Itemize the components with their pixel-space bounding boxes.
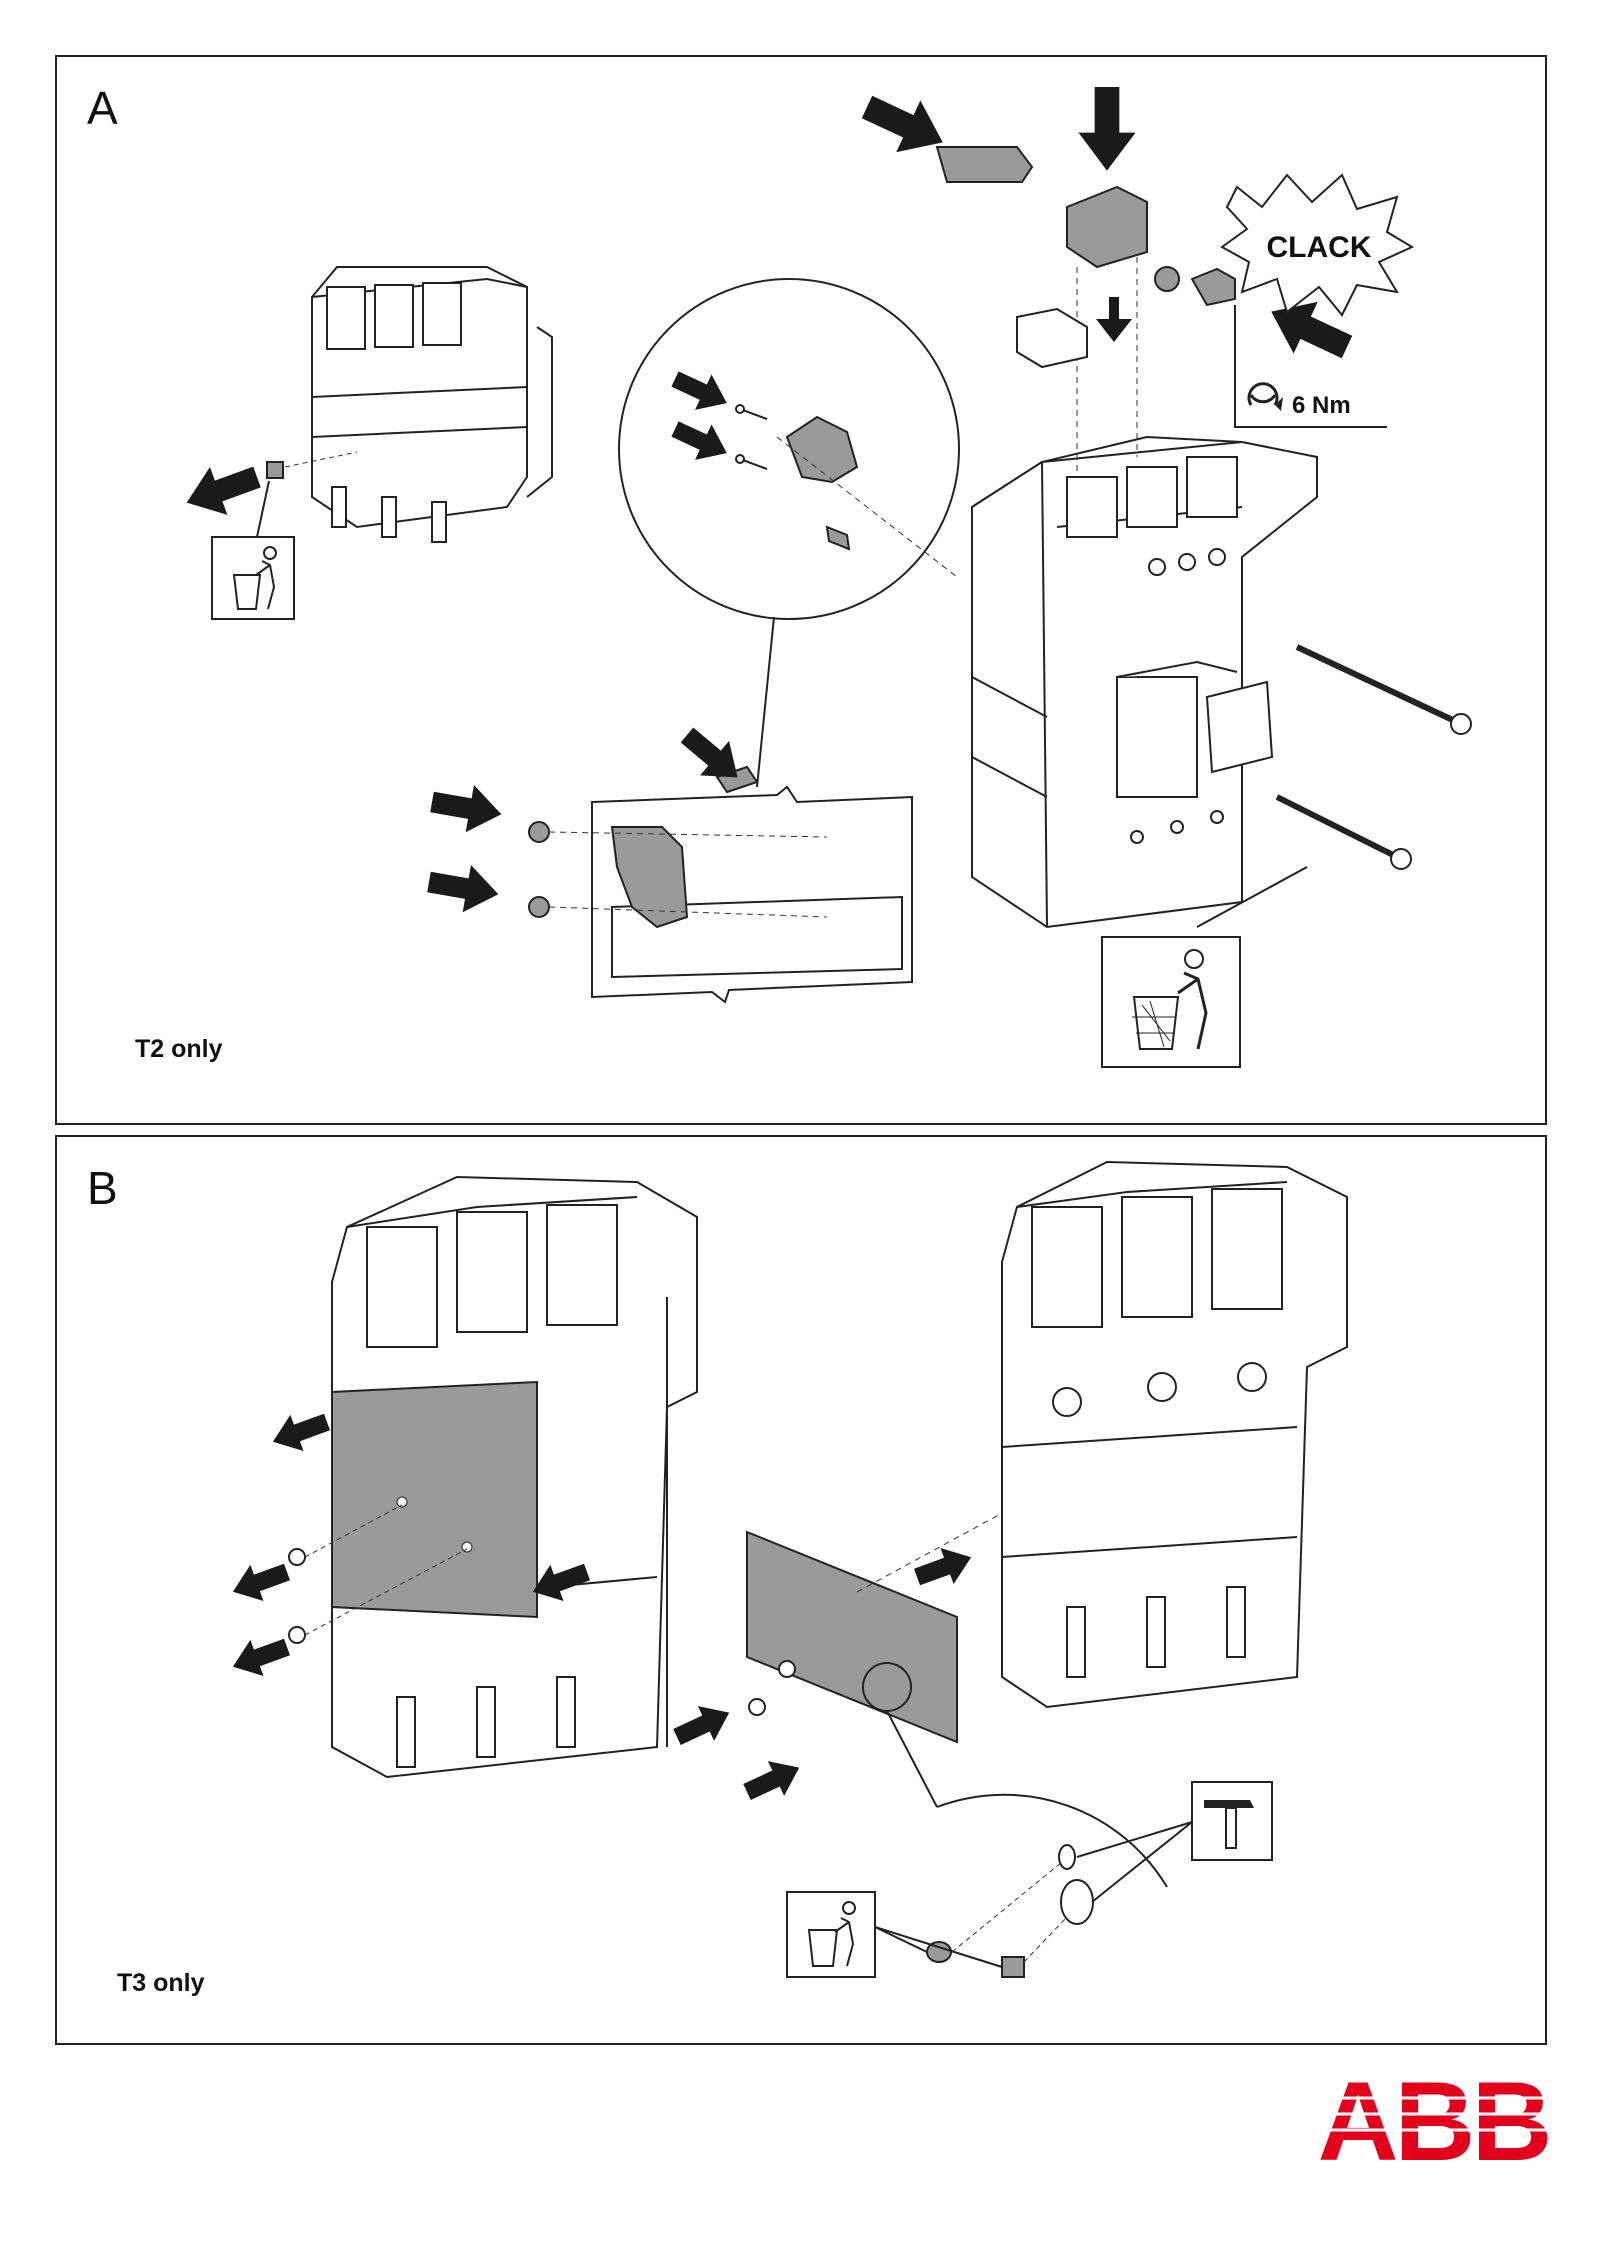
panel-b: B T3 only — [55, 1135, 1547, 2045]
trash-bin-icon — [1101, 936, 1241, 1068]
arrow-icon — [424, 858, 503, 918]
mechanism-part — [785, 415, 859, 484]
terminal-screw — [1190, 267, 1236, 307]
abb-logo-text: ABB — [1318, 2068, 1549, 2168]
torque-icon — [1247, 382, 1283, 411]
clack-burst — [1220, 173, 1415, 317]
trash-bin-icon — [786, 1891, 876, 1978]
hammer-icon — [1191, 1781, 1273, 1861]
arrow-icon — [226, 1553, 294, 1610]
detail-arc — [936, 1793, 1168, 1888]
arrow-icon — [666, 361, 736, 421]
breaker-right — [1001, 1160, 1348, 1709]
removed-part — [266, 461, 284, 479]
large-breaker — [971, 435, 1318, 929]
arrow-icon — [427, 778, 506, 838]
arrow-icon — [738, 1750, 808, 1810]
arrow-icon — [668, 1695, 738, 1755]
arrow-icon — [266, 1403, 334, 1460]
panel-letter: B — [87, 1162, 118, 1214]
terminal-sleeve — [935, 146, 1034, 183]
panel-letter: A — [87, 82, 118, 134]
arrow-icon — [666, 411, 736, 471]
terminal-clamp — [1066, 185, 1148, 269]
cover-plate — [746, 1530, 958, 1744]
assembly-illustration-a: CLACK 6 Nm — [177, 81, 1472, 1068]
detail-circle — [618, 278, 960, 620]
arrow-icon — [177, 453, 266, 527]
arrow-icon — [910, 1539, 978, 1596]
panel-a: A T2 only — [55, 55, 1547, 1125]
panel-note: T3 only — [117, 1969, 205, 1997]
terminal-cover — [331, 1380, 538, 1619]
arrow-icon — [1078, 87, 1136, 171]
mechanism-part — [610, 826, 689, 929]
clack-label: CLACK — [1267, 231, 1372, 264]
abb-logo: ABB — [1316, 2068, 1550, 2168]
small-breaker — [311, 266, 553, 543]
torque-label: 6 Nm — [1292, 392, 1351, 419]
trash-bin-icon — [211, 536, 295, 620]
panel-note: T2 only — [135, 1035, 223, 1063]
arrow-icon — [226, 1628, 294, 1685]
assembly-illustration-b — [226, 1160, 1348, 1978]
